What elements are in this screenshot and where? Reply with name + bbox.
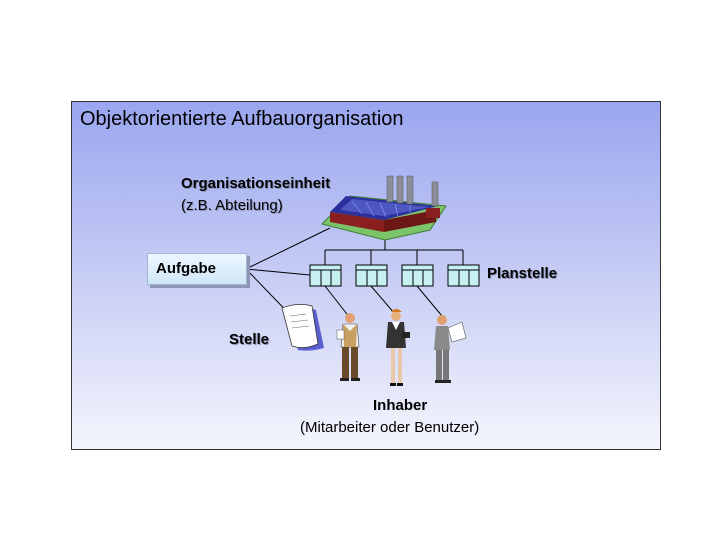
person-icon	[434, 315, 467, 383]
planstelle-label: Planstelle	[487, 265, 558, 282]
inhaber-sublabel: (Mitarbeiter oder Benutzer)	[300, 419, 480, 436]
planstelle-box-icon	[309, 264, 342, 287]
organisationseinheit-label: Organisationseinheit	[181, 175, 331, 192]
factory-icon	[321, 175, 447, 241]
line-aufgabe-org	[245, 227, 331, 270]
document-icon	[281, 304, 324, 351]
planstelle-box-icon	[447, 264, 480, 287]
aufgabe-label: Aufgabe	[156, 260, 216, 277]
line-planstelle-person1	[324, 285, 351, 319]
line-planstelle-person3	[416, 285, 443, 317]
inhaber-label: Inhaber	[373, 397, 428, 414]
stelle-label: Stelle	[229, 331, 270, 348]
planstelle-boxes	[309, 264, 480, 287]
person-icon	[386, 309, 410, 386]
planstelle-box-icon	[401, 264, 434, 287]
connector-lines	[245, 227, 464, 326]
line-planstelle-person2	[370, 285, 396, 315]
line-aufgabe-planstelle	[245, 268, 311, 276]
slide-title: Objektorientierte Aufbauorganisation	[80, 108, 404, 130]
aufgabe-box: Aufgabe	[147, 253, 247, 285]
person-icon	[336, 313, 360, 381]
planstelle-box-icon	[355, 264, 388, 287]
organisationseinheit-sublabel: (z.B. Abteilung)	[181, 197, 283, 214]
